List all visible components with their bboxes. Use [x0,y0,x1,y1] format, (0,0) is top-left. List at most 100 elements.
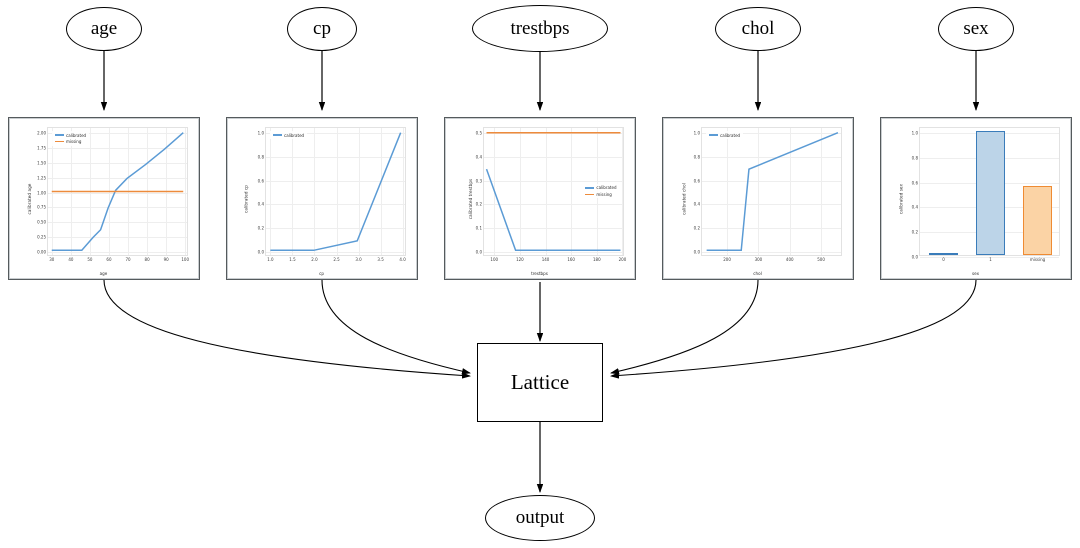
chart-chol-gridline-h [702,132,841,134]
input-node-trestbps[interactable]: trestbps [472,5,608,52]
chart-cp-gridline-v [336,128,338,255]
chart-age-xtick: 100 [181,257,190,262]
chart-cp-xlabel: cp [319,271,324,276]
chart-trestbps-ytick: 0.5 [475,130,482,136]
chart-age-series-calibrated [52,133,183,251]
legend-entry: calibrated [584,185,617,191]
chart-age-gridline-h [48,207,187,209]
chart-age-series-layer [48,128,187,255]
output-node[interactable]: output [485,495,595,541]
input-node-sex-label: sex [963,18,989,39]
input-node-age-label: age [90,18,118,39]
chart-trestbps-gridline-v [622,128,624,255]
chart-trestbps-xtick: 160 [567,257,575,262]
legend-label-calibrated: calibrated [596,185,617,191]
chart-age-gridline-h [48,252,187,253]
chart-age-xtick: 80 [144,257,150,262]
chart-chol-xlabel: chol [753,271,762,276]
chart-cp-xtick: 3.5 [377,257,384,262]
chart-chol-xtick: 400 [785,257,794,262]
chart-age-xtick: 60 [106,257,112,262]
legend-label-calibrated: calibrated [284,132,305,138]
chart-cp-gridline-v [292,128,294,255]
chart-chol-gridline-h [702,228,841,229]
input-node-cp-label: cp [313,18,331,39]
chart-age-ytick: 1.00 [37,190,46,195]
chart-age-gridline-h [48,132,187,134]
chart-cp-ytick: 0.6 [257,178,264,184]
chart-trestbps-gridline-v [571,128,572,255]
chart-cp-xtick: 2.5 [333,257,340,262]
chart-cp-xtick: 3.0 [355,257,362,262]
chart-cp-ytick: 1.0 [257,130,264,136]
input-node-age[interactable]: age [66,7,142,51]
chart-chol-xtick: 200 [723,257,731,262]
chart-chol-ytick: 0.4 [693,201,700,207]
chart-sex-bar [975,130,1006,255]
chart-chol-gridline-v [758,128,759,255]
chart-age-ytick: 1.25 [37,175,46,181]
chart-trestbps-gridline-h [484,252,623,253]
input-node-chol[interactable]: chol [715,7,801,51]
chart-age-ytick: 0.00 [37,249,46,255]
chart-trestbps-ytick: 0.1 [475,225,482,231]
chart-age-gridline-h [48,222,187,223]
chart-chol-ytick: 0.0 [693,249,700,255]
chart-chol-ytick: 0.6 [693,178,700,184]
chart-age-ytick: 2.00 [37,130,46,136]
chart-cp-gridline-v [380,128,382,255]
legend-swatch-missing [584,193,594,196]
edge-chol-plot-to-lattice [610,279,759,375]
chart-cp-xtick: 4.0 [399,257,406,262]
chart-age-xtick: 30 [49,257,55,262]
chart-age-ytick: 0.50 [37,219,46,225]
legend-swatch-calibrated [584,187,594,189]
chart-cp-gridline-v [270,128,271,255]
chart-trestbps-xtick: 200 [618,257,627,262]
chart-cp-ytick: 0.8 [257,154,264,160]
chart-sex-ytick: 0.8 [911,155,918,161]
input-node-cp[interactable]: cp [287,7,357,51]
chart-trestbps-ytick: 0.4 [475,154,482,160]
chart-cp-gridline-h [266,252,405,253]
chart-age-xtick: 50 [87,257,93,262]
chart-chol-ytick: 1.0 [693,130,700,136]
chart-cp-gridline-h [266,204,405,206]
chart-age-ytick: 1.50 [37,160,46,166]
chart-cp-xtick: 2.0 [311,257,318,262]
edge-age-plot-to-lattice [103,279,471,379]
chart-cp-ytick: 0.0 [257,249,264,255]
chart-trestbps-ytick: 0.3 [475,178,482,184]
chart-chol-ylabel: calibrated chol [681,183,687,215]
chart-trestbps-gridline-h [484,228,623,229]
chart-sex-xlabel: sex [971,271,979,276]
chart-sex-gridline-h [920,257,1059,258]
output-node-label: output [515,507,565,528]
chart-age-gridline-h [48,147,187,149]
chart-cp-ytick: 0.2 [257,225,264,231]
chart-trestbps-series-layer [484,128,623,255]
legend-label-calibrated: calibrated [720,132,741,138]
chart-chol-gridline-h [702,204,841,206]
chart-chol-xtick: 300 [754,257,763,262]
chart-trestbps-ytick: 0.0 [475,249,482,255]
chart-trestbps-xtick: 100 [490,257,499,262]
chart-sex-ytick: 0.6 [911,180,918,186]
chart-chol-xtick: 500 [817,257,825,262]
chart-sex-xtick: missing [1029,257,1046,262]
lattice-node[interactable]: Lattice [477,343,603,422]
chart-trestbps-gridline-v [519,128,521,255]
input-node-sex[interactable]: sex [938,7,1014,51]
